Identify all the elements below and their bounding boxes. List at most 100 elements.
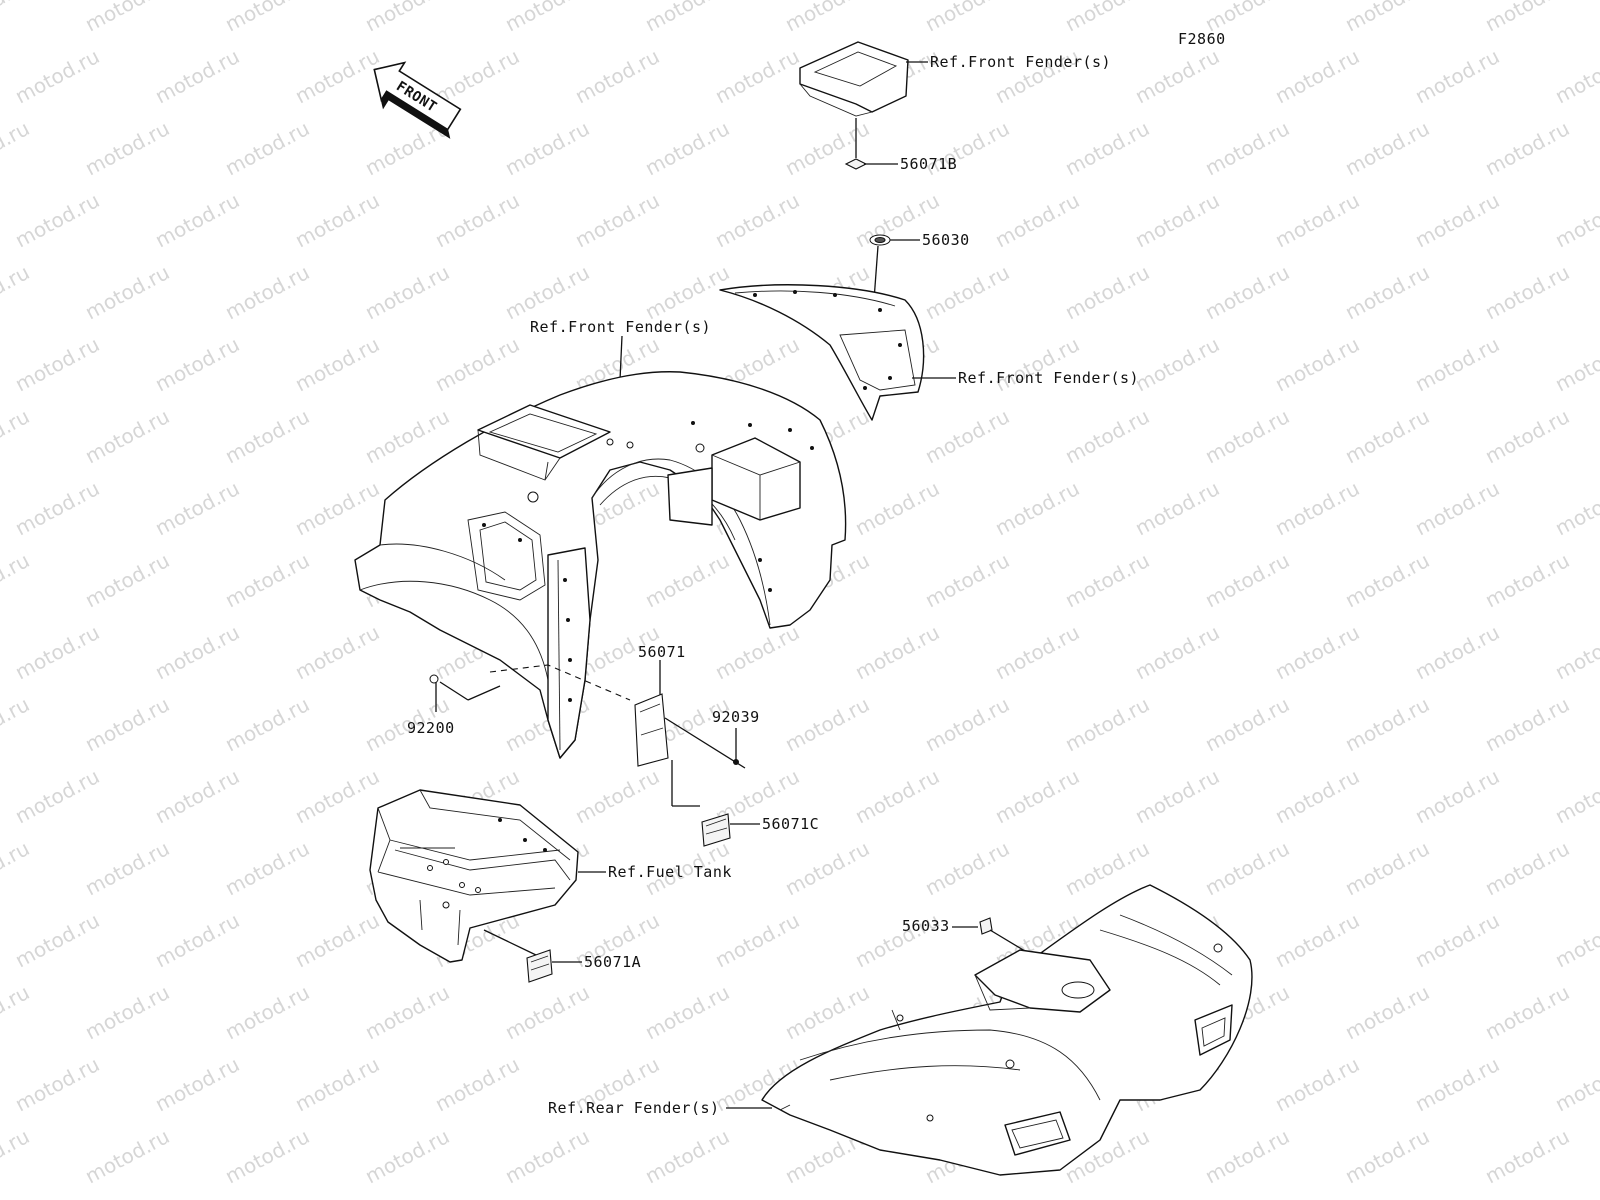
- watermark-text: motod.ru: [571, 764, 663, 828]
- decal-56033: [979, 917, 993, 935]
- watermark-text: motod.ru: [1411, 332, 1503, 396]
- watermark-text: motod.ru: [1341, 0, 1433, 36]
- plate-56071: [634, 693, 669, 767]
- watermark-text: motod.ru: [781, 692, 873, 756]
- watermark-text: motod.ru: [1131, 332, 1223, 396]
- watermark-text: motod.ru: [361, 1124, 453, 1188]
- watermark-text: motod.ru: [0, 1124, 33, 1188]
- watermark-text: motod.ru: [11, 476, 103, 540]
- rear-fender: [761, 884, 1253, 1176]
- watermark-text: motod.ru: [991, 764, 1083, 828]
- watermark-text: motod.ru: [1131, 476, 1223, 540]
- ref-rear-fender-label: Ref.Rear Fender(s): [548, 1099, 720, 1117]
- watermark-text: motod.ru: [1341, 404, 1433, 468]
- watermark-text: motod.ru: [221, 116, 313, 180]
- watermark-text: motod.ru: [151, 908, 243, 972]
- ref-front-fender-left-label: Ref.Front Fender(s): [530, 318, 711, 336]
- watermark-text: motod.ru: [11, 908, 103, 972]
- watermark-text: motod.ru: [501, 1124, 593, 1188]
- watermark-text: motod.ru: [921, 0, 1013, 36]
- watermark-text: motod.ru: [1271, 764, 1363, 828]
- watermark-text: motod.ru: [221, 260, 313, 324]
- watermark-text: motod.ru: [0, 260, 33, 324]
- watermark-text: motod.ru: [851, 1196, 943, 1200]
- watermark-text: motod.ru: [641, 1124, 733, 1188]
- watermark-text: motod.ru: [501, 980, 593, 1044]
- watermark-text: motod.ru: [1201, 1124, 1293, 1188]
- watermark-text: motod.ru: [431, 1052, 523, 1116]
- watermark-text: motod.ru: [11, 332, 103, 396]
- watermark-text: motod.ru: [81, 836, 173, 900]
- watermark-text: motod.ru: [571, 44, 663, 108]
- watermark-text: motod.ru: [151, 620, 243, 684]
- watermark-text: motod.ru: [291, 476, 383, 540]
- watermark-text: motod.ru: [221, 404, 313, 468]
- watermark-text: motod.ru: [11, 188, 103, 252]
- watermark-text: motod.ru: [81, 548, 173, 612]
- watermark-text: motod.ru: [1551, 1196, 1600, 1200]
- watermark-text: motod.ru: [0, 116, 33, 180]
- watermark-text: motod.ru: [711, 44, 803, 108]
- front-fender-right-flap: [719, 284, 925, 421]
- watermark-text: motod.ru: [151, 1196, 243, 1200]
- watermark-text: motod.ru: [641, 0, 733, 36]
- watermark-text: motod.ru: [1411, 620, 1503, 684]
- ref-front-fender-top-label: Ref.Front Fender(s): [930, 53, 1111, 71]
- watermark-text: motod.ru: [81, 260, 173, 324]
- watermark-text: motod.ru: [571, 188, 663, 252]
- ref-front-fender-right-label: Ref.Front Fender(s): [958, 369, 1139, 387]
- watermark-text: motod.ru: [1131, 620, 1223, 684]
- watermark-text: motod.ru: [711, 1196, 803, 1200]
- watermark-text: motod.ru: [1341, 548, 1433, 612]
- watermark-text: motod.ru: [1551, 908, 1600, 972]
- watermark-text: motod.ru: [1061, 692, 1153, 756]
- watermark-text: motod.ru: [1411, 188, 1503, 252]
- watermark-text: motod.ru: [1551, 620, 1600, 684]
- watermark-text: motod.ru: [1411, 44, 1503, 108]
- watermark-text: motod.ru: [1551, 188, 1600, 252]
- watermark-text: motod.ru: [1271, 476, 1363, 540]
- watermark-text: motod.ru: [221, 836, 313, 900]
- watermark-text: motod.ru: [1341, 692, 1433, 756]
- watermark-text: motod.ru: [1131, 764, 1223, 828]
- watermark-text: motod.ru: [81, 692, 173, 756]
- watermark-text: motod.ru: [991, 476, 1083, 540]
- watermark-text: motod.ru: [81, 404, 173, 468]
- watermark-text: motod.ru: [991, 1196, 1083, 1200]
- watermark-text: motod.ru: [1201, 692, 1293, 756]
- watermark-text: motod.ru: [711, 188, 803, 252]
- watermark-text: motod.ru: [921, 692, 1013, 756]
- watermark-text: motod.ru: [921, 404, 1013, 468]
- watermark-text: motod.ru: [1061, 404, 1153, 468]
- watermark-text: motod.ru: [1271, 620, 1363, 684]
- watermark-text: motod.ru: [641, 116, 733, 180]
- watermark-text: motod.ru: [11, 764, 103, 828]
- watermark-text: motod.ru: [1341, 116, 1433, 180]
- watermark-text: motod.ru: [1061, 0, 1153, 36]
- watermark-text: motod.ru: [1411, 1052, 1503, 1116]
- watermark-text: motod.ru: [1201, 836, 1293, 900]
- watermark-text: motod.ru: [291, 188, 383, 252]
- watermark-text: motod.ru: [361, 980, 453, 1044]
- watermark-text: motod.ru: [1131, 44, 1223, 108]
- watermark-text: motod.ru: [0, 836, 33, 900]
- front-fender-main: [354, 371, 847, 759]
- watermark-text: motod.ru: [1411, 476, 1503, 540]
- watermark-text: motod.ru: [151, 764, 243, 828]
- watermark-text: motod.ru: [1271, 1052, 1363, 1116]
- watermark-text: motod.ru: [1271, 44, 1363, 108]
- watermark-text: motod.ru: [1201, 548, 1293, 612]
- label-56033: 56033: [902, 917, 950, 935]
- watermark-text: motod.ru: [991, 188, 1083, 252]
- watermark-text: motod.ru: [1551, 332, 1600, 396]
- watermark-text: motod.ru: [1411, 764, 1503, 828]
- watermark-text: motod.ru: [0, 980, 33, 1044]
- watermark-text: motod.ru: [291, 1196, 383, 1200]
- watermark-text: motod.ru: [221, 980, 313, 1044]
- front-fender-top-piece: [799, 41, 909, 117]
- watermark-text: motod.ru: [151, 1052, 243, 1116]
- watermark-text: motod.ru: [571, 1196, 663, 1200]
- watermark-text: motod.ru: [1201, 116, 1293, 180]
- watermark-text: motod.ru: [81, 0, 173, 36]
- watermark-text: motod.ru: [1341, 980, 1433, 1044]
